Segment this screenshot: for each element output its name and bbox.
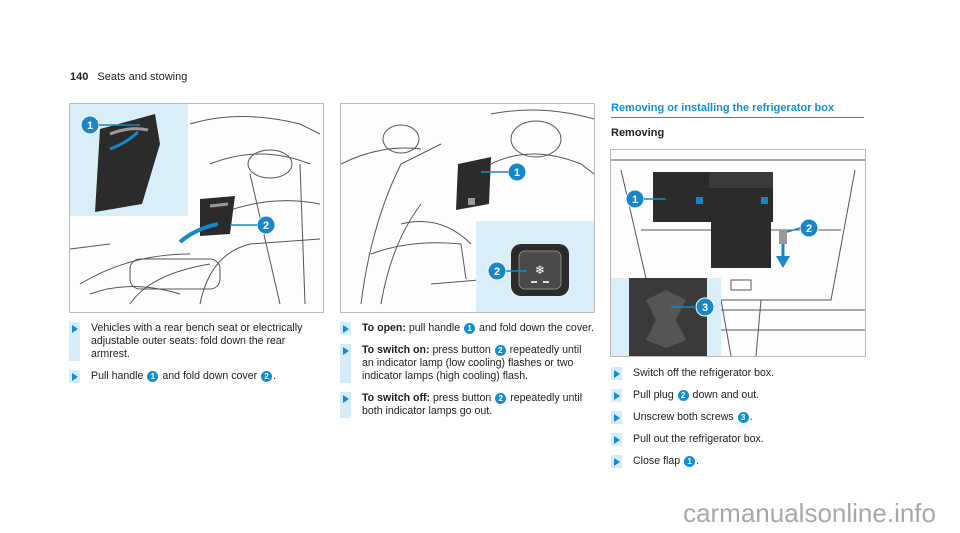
instructions-column-2: To open: pull handle 1 and fold down the… [340, 322, 595, 427]
callout-badge: 1 [464, 323, 476, 334]
callout-1: 1 [481, 162, 527, 182]
callout-badge: 1 [147, 371, 159, 382]
section-name: Seats and stowing [97, 71, 188, 83]
watermark: carmanualsonline.info [683, 498, 936, 528]
armrest-illustration: 1 2 [70, 104, 321, 305]
callout-2: 2 [487, 261, 527, 281]
instructions-column-1: Vehicles with a rear bench seat or elect… [69, 322, 324, 392]
svg-text:1: 1 [514, 167, 520, 179]
svg-text:2: 2 [494, 266, 500, 278]
callout-badge: 2 [677, 390, 689, 401]
instruction-step: Pull out the refrigerator box. [611, 433, 866, 446]
callout-2: 2 [230, 215, 276, 235]
arrow-icon [72, 373, 78, 381]
arrow-icon [72, 325, 78, 333]
instruction-step: Close flap 1. [611, 455, 866, 468]
svg-text:2: 2 [263, 220, 269, 232]
arrow-icon [343, 395, 349, 403]
svg-text:2: 2 [806, 223, 812, 235]
instructions-column-3: Switch off the refrigerator box. Pull pl… [611, 367, 866, 477]
arrow-icon [614, 458, 620, 466]
arrow-icon [614, 436, 620, 444]
instruction-step: Pull handle 1 and fold down cover 2. [69, 370, 324, 383]
figure-refrigerator-removal: 1 2 3 [610, 149, 866, 357]
callout-1: 1 [625, 189, 666, 209]
refrigerator-controls-illustration: ❄ 1 2 [341, 109, 594, 312]
page-number: 140 [70, 71, 89, 83]
refrigerator-removal-illustration: 1 2 3 [611, 159, 865, 356]
svg-text:3: 3 [702, 302, 708, 314]
figure-refrigerator-controls: ❄ 1 2 [340, 103, 595, 313]
callout-badge: 2 [261, 371, 273, 382]
callout-1: 1 [80, 115, 140, 135]
arrow-icon [614, 392, 620, 400]
arrow-icon [614, 414, 620, 422]
page-header: 140 Seats and stowing [70, 71, 187, 83]
instruction-step: To switch on: press button 2 repeatedly … [340, 344, 595, 383]
arrow-icon [343, 347, 349, 355]
callout-2: 2 [786, 218, 819, 238]
instruction-step: To switch off: press button 2 repeatedly… [340, 392, 595, 418]
callout-badge: 3 [737, 412, 749, 423]
callout-3: 3 [671, 297, 715, 317]
sub-title: Removing [611, 127, 665, 139]
figure-armrest: 1 2 [69, 103, 324, 313]
callout-badge: 1 [684, 456, 696, 467]
instruction-step: To open: pull handle 1 and fold down the… [340, 322, 595, 335]
arrow-icon [614, 370, 620, 378]
instruction-step: Vehicles with a rear bench seat or elect… [69, 322, 324, 361]
svg-text:1: 1 [632, 194, 638, 206]
section-title: Removing or installing the refrigerator … [611, 102, 864, 118]
svg-text:1: 1 [87, 120, 93, 132]
callout-badge: 2 [494, 345, 506, 356]
instruction-step: Switch off the refrigerator box. [611, 367, 866, 380]
arrow-icon [343, 325, 349, 333]
instruction-step: Unscrew both screws 3. [611, 411, 866, 424]
instruction-step: Pull plug 2 down and out. [611, 389, 866, 402]
snowflake-icon: ❄ [535, 263, 545, 277]
callout-badge: 2 [495, 393, 507, 404]
